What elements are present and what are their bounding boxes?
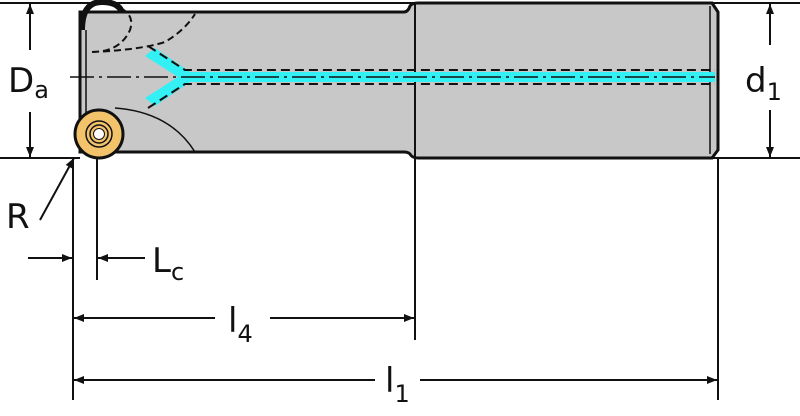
- tool-body: [70, 0, 720, 160]
- round-insert: [73, 108, 125, 160]
- label-R: R: [6, 197, 30, 237]
- coolant-channel: [145, 45, 715, 109]
- label-l1: l1: [385, 361, 410, 408]
- label-l4: l4: [228, 301, 253, 348]
- label-Da: Da: [8, 61, 49, 104]
- label-d1: d1: [745, 61, 782, 106]
- upper-insert: [79, 0, 125, 31]
- dimension-lines: [26, 4, 774, 384]
- label-Lc: Lc: [152, 241, 184, 286]
